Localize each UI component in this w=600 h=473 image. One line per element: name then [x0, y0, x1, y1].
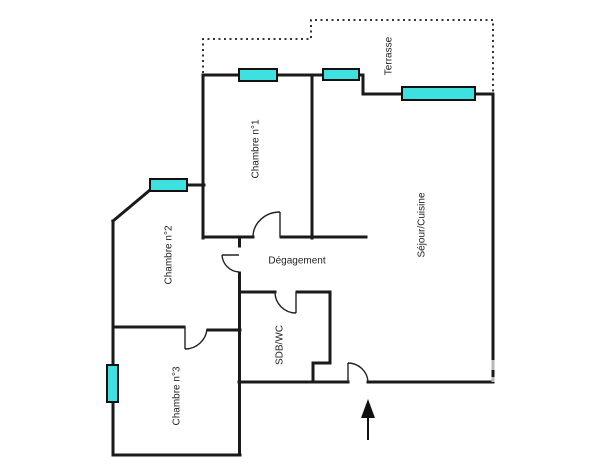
- door-chambre2: [221, 254, 240, 273]
- window-chambre1: [238, 68, 278, 82]
- label-sdb-wc: SDB/WC: [275, 325, 286, 365]
- label-chambre3: Chambre n°3: [172, 366, 183, 425]
- terrace-dotted-outline: [202, 19, 494, 92]
- door-chambre3: [184, 327, 208, 350]
- window-chambre2: [149, 178, 188, 192]
- window-sejour-small: [322, 68, 360, 81]
- door-chambre1: [252, 211, 281, 238]
- entrance-arrow-icon: [361, 399, 375, 440]
- interior-walls: [111, 73, 368, 457]
- window-chambre3: [106, 364, 119, 403]
- label-sejour-cuisine: Séjour/Cuisine: [417, 192, 428, 257]
- exterior-walls: [110, 73, 495, 457]
- label-terrasse: Terrasse: [384, 36, 395, 75]
- label-chambre2: Chambre n°2: [164, 225, 175, 284]
- label-chambre1: Chambre n°1: [251, 119, 262, 178]
- door-sdb-wc: [274, 291, 297, 314]
- label-degagement: Dégagement: [268, 256, 325, 267]
- window-sejour-large: [401, 86, 476, 101]
- door-entrance: [347, 362, 369, 383]
